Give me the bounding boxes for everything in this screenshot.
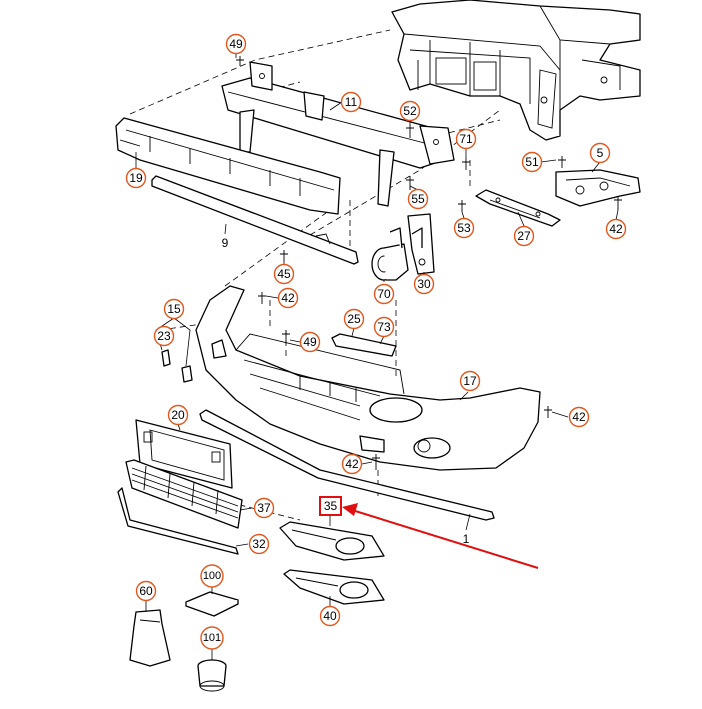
- callout-37[interactable]: 37: [253, 497, 275, 519]
- callout-label: 71: [459, 132, 473, 146]
- callout-19[interactable]: 19: [125, 167, 147, 189]
- strip: [151, 175, 359, 265]
- front-end-carrier: [391, 0, 641, 141]
- horn: [371, 227, 409, 281]
- callout-label: 70: [377, 287, 391, 301]
- callout-label: 35: [324, 499, 338, 513]
- callout-label: 49: [303, 335, 317, 349]
- callout-label: 53: [457, 221, 471, 235]
- callout-label: 5: [597, 146, 604, 160]
- bracket: [475, 189, 561, 227]
- callout-label: 42: [345, 457, 359, 471]
- callout-label: 25: [347, 312, 361, 326]
- callout-5[interactable]: 5: [589, 142, 611, 164]
- license-plate-holder: [135, 419, 233, 489]
- callout-40[interactable]: 40: [319, 605, 341, 627]
- callout-30[interactable]: 30: [413, 273, 435, 295]
- callout-25[interactable]: 25: [343, 308, 365, 330]
- callout-9[interactable]: 9: [222, 236, 229, 250]
- callout-42[interactable]: 42: [341, 453, 363, 475]
- callout-label: 42: [609, 222, 623, 236]
- callout-label: 42: [572, 410, 586, 424]
- callout-label: 60: [139, 584, 153, 598]
- callout-label: 30: [417, 277, 431, 291]
- callout-73[interactable]: 73: [373, 316, 395, 338]
- callout-label: 1: [463, 532, 470, 546]
- bumper-reinforcement: [221, 61, 455, 207]
- fog-grille-40: [283, 569, 385, 605]
- callout-52[interactable]: 52: [399, 100, 421, 122]
- callout-23[interactable]: 23: [153, 325, 175, 347]
- callout-60[interactable]: 60: [135, 580, 157, 602]
- grille: [125, 459, 243, 529]
- callout-label: 20: [171, 408, 185, 422]
- horn-bracket: [407, 213, 435, 275]
- bracket-right: [555, 169, 641, 207]
- callouts: 49 11 52 71 19 55 51 5: [125, 33, 627, 650]
- cap-part: [197, 659, 227, 692]
- callout-42[interactable]: 42: [605, 218, 627, 240]
- callout-1[interactable]: 1: [463, 532, 470, 546]
- callout-35-highlighted[interactable]: 35: [319, 496, 342, 516]
- callout-label: 42: [281, 291, 295, 305]
- callout-label: 45: [277, 267, 291, 281]
- callout-label: 37: [257, 501, 271, 515]
- callout-label: 17: [463, 374, 477, 388]
- callout-label: 23: [157, 329, 171, 343]
- callout-label: 15: [167, 302, 181, 316]
- callout-label: 73: [377, 320, 391, 334]
- pad-part: [185, 591, 239, 617]
- screws: [236, 56, 622, 470]
- fog-grille-35: [279, 521, 385, 561]
- callout-label: 32: [252, 537, 266, 551]
- trim-frame: [117, 487, 239, 555]
- callout-label: 49: [229, 37, 243, 51]
- callout-32[interactable]: 32: [248, 533, 270, 555]
- callout-label: 9: [222, 236, 229, 250]
- bag-part: [129, 609, 171, 667]
- callout-label: 40: [323, 609, 337, 623]
- callout-11[interactable]: 11: [340, 91, 362, 113]
- callout-label: 11: [345, 95, 358, 109]
- callout-label: 55: [411, 192, 425, 206]
- clip-bracket: [161, 349, 193, 383]
- callout-70[interactable]: 70: [373, 283, 395, 305]
- bumper-cover: [195, 285, 541, 471]
- callout-label: 52: [403, 104, 417, 118]
- callout-label: 27: [517, 229, 531, 243]
- callout-51[interactable]: 51: [521, 151, 543, 173]
- callout-100[interactable]: 100: [200, 564, 224, 588]
- trim-25: [331, 333, 397, 357]
- callout-45[interactable]: 45: [273, 263, 295, 285]
- callout-27[interactable]: 27: [513, 225, 535, 247]
- callout-20[interactable]: 20: [167, 404, 189, 426]
- callout-55[interactable]: 55: [407, 188, 429, 210]
- callout-49[interactable]: 49: [299, 331, 321, 353]
- callout-15[interactable]: 15: [163, 298, 185, 320]
- callout-17[interactable]: 17: [459, 370, 481, 392]
- energy-absorber: [115, 117, 341, 215]
- callout-label: 100: [203, 570, 221, 582]
- callout-71[interactable]: 71: [455, 128, 477, 150]
- callout-53[interactable]: 53: [453, 217, 475, 239]
- highlight-arrow: [342, 503, 539, 569]
- callout-42[interactable]: 42: [277, 287, 299, 309]
- lower-strip: [199, 409, 495, 521]
- callout-49[interactable]: 49: [225, 33, 247, 55]
- callout-label: 19: [129, 171, 143, 185]
- callout-label: 101: [203, 632, 221, 644]
- callout-101[interactable]: 101: [200, 626, 224, 650]
- callout-42[interactable]: 42: [568, 406, 590, 428]
- leader-lines: [135, 52, 619, 660]
- callout-label: 51: [525, 155, 539, 169]
